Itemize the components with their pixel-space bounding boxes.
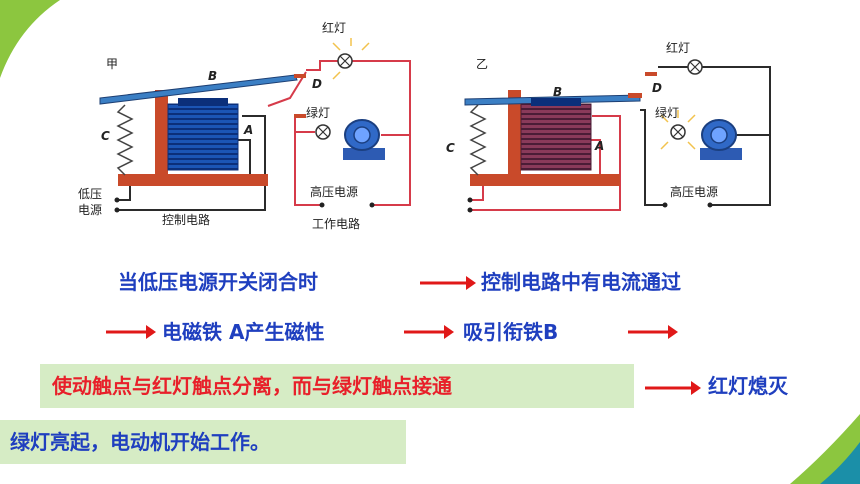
red-lamp-icon	[332, 38, 370, 80]
right-high-voltage-label: 高压电源	[670, 184, 718, 199]
motor-icon	[343, 119, 385, 160]
corner-decoration-bottom-right	[790, 414, 860, 484]
red-lamp-icon	[687, 59, 703, 75]
left-low-voltage-label-2: 电源	[78, 203, 102, 217]
right-green-lamp-label: 绿灯	[655, 105, 679, 120]
arrow-right-icon	[628, 325, 678, 339]
left-red-lamp-label: 红灯	[322, 20, 346, 35]
arrow-right-icon	[420, 276, 476, 290]
highlight-box-line4	[0, 420, 406, 464]
left-green-lamp-label: 绿灯	[306, 105, 330, 120]
right-panel-label: 乙	[476, 57, 488, 71]
left-label-c: C	[101, 129, 110, 143]
left-panel	[99, 38, 411, 213]
arrow-right-icon	[645, 381, 701, 395]
line1-left-text: 当低压电源开关闭合时	[118, 270, 318, 294]
line2-electromagnet-text: 电磁铁 A产生磁性	[162, 320, 325, 344]
left-control-circuit-label: 控制电路	[162, 212, 210, 227]
left-label-d: D	[312, 77, 322, 91]
right-red-lamp-label: 红灯	[666, 40, 690, 55]
corner-decoration-top-left	[0, 0, 60, 78]
line3-red-lamp-off-text: 红灯熄灭	[708, 374, 788, 398]
motor-icon	[700, 119, 742, 160]
right-label-d: D	[652, 81, 662, 95]
right-label-c: C	[446, 141, 455, 155]
relay-circuit-diagram: 甲 B C A D 红灯 绿灯 低压 电源 控制电路 高压电源 工作电路 乙 B…	[78, 20, 771, 231]
green-lamp-icon	[315, 124, 331, 140]
left-panel-label: 甲	[106, 57, 118, 71]
line4-green-lamp-text: 绿灯亮起，电动机开始工作。	[10, 430, 270, 454]
left-label-a: A	[243, 123, 253, 137]
arrow-right-icon	[404, 325, 454, 339]
line2-attract-text: 吸引衔铁B	[463, 320, 559, 344]
left-work-circuit-label: 工作电路	[312, 216, 360, 231]
left-label-b: B	[208, 69, 217, 83]
line3-contact-text: 使动触点与红灯触点分离，而与绿灯触点接通	[52, 374, 452, 398]
right-label-b: B	[553, 85, 562, 99]
right-label-a: A	[594, 139, 604, 153]
highlight-box-line3	[40, 364, 634, 408]
left-low-voltage-label-1: 低压	[78, 187, 102, 201]
arrow-right-icon	[106, 325, 156, 339]
green-lamp-icon	[660, 110, 696, 150]
left-high-voltage-label: 高压电源	[310, 184, 358, 199]
right-panel	[464, 59, 771, 213]
line1-right-text: 控制电路中有电流通过	[481, 270, 681, 294]
